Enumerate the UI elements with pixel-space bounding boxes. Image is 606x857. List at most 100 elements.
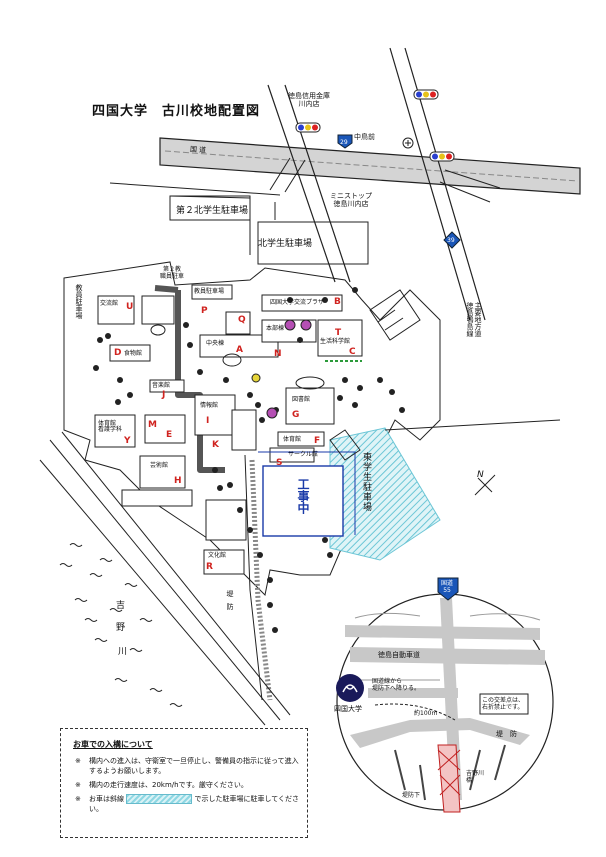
building-letter-k[interactable]: K — [212, 440, 219, 450]
building-letter-r[interactable]: R — [206, 562, 213, 572]
building-letter-i[interactable]: I — [206, 416, 210, 426]
building — [261, 294, 343, 312]
inset-university-label: 四国大学 — [334, 705, 362, 713]
building-name-f: 体育館 — [283, 436, 302, 443]
road-line — [109, 182, 281, 196]
building-name-n: 本部棟 — [266, 325, 285, 332]
notice-item: ※ 構内への進入は、守衛室で一旦停止し、警備員の指示に従って進入するようお願いし… — [75, 756, 301, 776]
building — [139, 455, 186, 489]
building-letter-j[interactable]: J — [162, 390, 166, 400]
inset-sign-text: 国道 55 — [441, 580, 454, 594]
building-letter-b[interactable]: B — [334, 297, 341, 307]
notice-item: ※ お車は斜線 で示した駐車場に駐車してください。 — [75, 794, 301, 814]
flower-bed-icon — [251, 319, 312, 419]
embankment-line — [39, 459, 266, 726]
notice-text: 構内の走行速度は、20km/hです。厳守ください。 — [89, 781, 248, 789]
inset-distance-label: 約100m — [414, 710, 438, 717]
traffic-signal-icon — [413, 89, 439, 100]
building-letter-q[interactable]: Q — [238, 315, 246, 325]
second-north-parking-label: 第２北学生駐車場 — [176, 206, 249, 216]
construction-label: 工事中 — [296, 478, 310, 514]
building-letter-g[interactable]: G — [292, 410, 300, 420]
building-letter-c[interactable]: C — [349, 347, 356, 357]
building — [121, 489, 193, 507]
building — [149, 379, 185, 393]
building — [285, 387, 335, 425]
tree-icon — [93, 287, 405, 633]
building — [97, 295, 135, 325]
embankment-label: 堤防 — [226, 590, 234, 616]
building-letter-h[interactable]: H — [174, 476, 182, 486]
east-parking-label: 東学生駐車場 — [361, 452, 371, 512]
building-letter-f[interactable]: F — [314, 436, 321, 446]
building-letter-d[interactable]: D — [114, 348, 122, 358]
building — [194, 394, 236, 436]
building — [199, 334, 279, 358]
staff-parking-2-label: 第２教 職員駐車 — [160, 266, 185, 280]
route-centerline — [164, 150, 579, 182]
inset-river-label: 吉野川 橋 — [466, 770, 485, 784]
road-line — [284, 159, 306, 193]
road-line — [269, 157, 291, 191]
building-letter-a[interactable]: A — [236, 345, 243, 355]
embankment-line — [61, 431, 291, 716]
page-title: 四国大学 古川校地配置図 — [92, 104, 261, 119]
traffic-signal-icon — [429, 151, 455, 162]
building-letter-t[interactable]: T — [335, 328, 342, 338]
building-name-b: 四国大学交流プラザ — [270, 299, 325, 306]
building-letter-m[interactable]: M — [148, 420, 157, 430]
bank-label: 徳島信用金庫 川内店 — [288, 92, 330, 108]
river-char-3: 川 — [118, 647, 128, 657]
notice-mark: ※ — [75, 795, 81, 803]
hatched-parking-swatch — [126, 794, 193, 804]
second-north-lot — [169, 195, 251, 221]
notice-title: お車での入構について — [73, 740, 153, 749]
river-char-2: 野 — [116, 623, 126, 633]
west-lot-band — [154, 285, 179, 293]
embankment-line — [49, 439, 281, 721]
building-letter-n[interactable]: N — [274, 349, 282, 359]
prefecture-road-label: 主要地方道 徳島鴨島線 — [466, 302, 482, 337]
building — [203, 549, 245, 575]
building-name-y: 看護学科 — [98, 426, 123, 433]
building-name-u: 交流館 — [100, 300, 119, 307]
building — [317, 319, 363, 357]
tree-icon — [402, 137, 414, 149]
inset-intersection-note: この交差点は、 右折禁止です。 — [482, 697, 525, 711]
construction-lot-outline — [258, 451, 356, 535]
building — [94, 414, 136, 448]
inset-outlines — [354, 612, 541, 681]
north-lot — [257, 221, 369, 265]
ministop-label: ミニストップ 徳島川内店 — [330, 192, 372, 208]
building-name-d: 食物館 — [124, 350, 143, 357]
route-29-sign-icon — [337, 134, 353, 149]
notice-text: お車は斜線 — [89, 795, 124, 803]
building — [191, 284, 233, 300]
building-letter-y[interactable]: Y — [124, 436, 131, 446]
building-letter-u[interactable]: U — [126, 302, 134, 312]
traffic-signal-icon — [295, 122, 321, 133]
east-tilted-buildings — [329, 289, 421, 461]
building — [277, 431, 325, 447]
building-name-j: 音楽館 — [152, 382, 171, 389]
university-logo-icon — [336, 674, 364, 702]
road-line — [439, 181, 491, 203]
river-char-1: 吉 — [116, 601, 126, 611]
embankment-road — [244, 454, 263, 701]
inset-bridge — [437, 744, 461, 813]
inset-route-sign-icon — [437, 577, 459, 601]
east-road — [384, 419, 561, 431]
building-letter-p[interactable]: P — [201, 306, 208, 316]
inset-underpass-note: 国道線から 堤防下へ降りる。 — [372, 678, 421, 692]
staff-parking-west-label: 教員駐車場 — [75, 284, 83, 319]
inset-embankment-ramps — [394, 744, 506, 801]
building-name-s: サークル館 — [288, 451, 318, 458]
notice-mark: ※ — [75, 757, 81, 765]
notice-text: 構内への進入は、守衛室で一旦停止し、警備員の指示に従って進入するようお願いします… — [89, 757, 299, 775]
compass-icon — [474, 474, 496, 496]
national-road-label: 国道 — [189, 145, 209, 155]
construction-zone — [262, 465, 344, 537]
building-letter-s[interactable]: S — [276, 458, 283, 468]
building — [225, 311, 251, 335]
building-letter-e[interactable]: E — [166, 430, 173, 440]
